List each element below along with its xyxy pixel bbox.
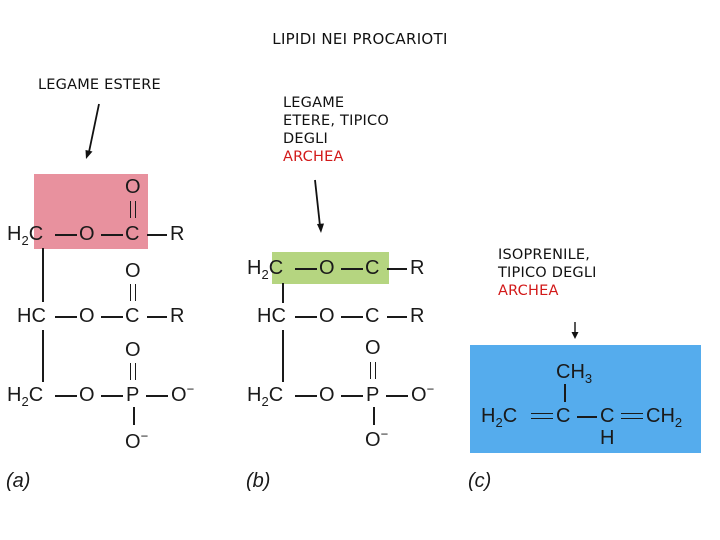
annotation-isoprenyl-line-2: TIPICO DEGLI bbox=[498, 265, 597, 281]
c-carbon-2: C bbox=[600, 405, 615, 427]
a-row2-carbonyl-o: O bbox=[125, 260, 141, 282]
b-row2-hc: HC bbox=[257, 305, 286, 327]
page-title: LIPIDI NEI PROCARIOTI bbox=[272, 30, 448, 48]
bond bbox=[282, 330, 284, 382]
annotation-ester: LEGAME ESTERE bbox=[38, 76, 161, 94]
bond bbox=[282, 283, 284, 303]
b-row1-oxygen: O bbox=[319, 257, 335, 279]
c-ch2: CH2 bbox=[646, 405, 683, 430]
ester-bond-highlight bbox=[34, 174, 148, 249]
b-row3-phosphoryl-o: O bbox=[365, 337, 381, 359]
a-row3-bottom-o-minus: O− bbox=[125, 428, 149, 453]
bond bbox=[386, 395, 408, 397]
a-row1-carbonyl-o: O bbox=[125, 176, 141, 198]
a-row3-h2c: H2C bbox=[7, 384, 44, 409]
b-row2-carbon: C bbox=[365, 305, 380, 327]
annotation-ether: LEGAME ETERE, TIPICO DEGLI ARCHEA bbox=[283, 94, 389, 166]
b-row2-oxygen: O bbox=[319, 305, 335, 327]
bond bbox=[387, 316, 407, 318]
panel-label-a: (a) bbox=[6, 470, 31, 492]
b-row3-bottom-o-minus: O− bbox=[365, 426, 389, 451]
a-row1-r: R bbox=[170, 223, 185, 245]
bond bbox=[146, 395, 168, 397]
a-row2-oxygen: O bbox=[79, 305, 95, 327]
bond bbox=[564, 384, 566, 402]
a-row3-phosphorus: P bbox=[126, 384, 140, 406]
bond bbox=[42, 330, 44, 382]
annotation-ester-line: LEGAME ESTERE bbox=[38, 77, 161, 93]
b-row1-h2c: H2C bbox=[247, 257, 284, 282]
annotation-ether-line-1: LEGAME bbox=[283, 95, 345, 111]
b-row1-r: R bbox=[410, 257, 425, 279]
annotation-isoprenyl-archea: ARCHEA bbox=[498, 283, 559, 299]
isoprene-highlight bbox=[470, 345, 701, 453]
c-carbon-2-hydrogen: H bbox=[600, 427, 615, 449]
bond bbox=[341, 268, 363, 270]
a-row2-hc: HC bbox=[17, 305, 46, 327]
bond bbox=[577, 416, 597, 418]
b-row3-h2c: H2C bbox=[247, 384, 284, 409]
bond bbox=[101, 316, 123, 318]
double-bond bbox=[531, 413, 553, 419]
annotation-ether-line-2: ETERE, TIPICO bbox=[283, 113, 389, 129]
a-row2-r: R bbox=[170, 305, 185, 327]
double-bond bbox=[370, 362, 376, 379]
b-row3-oxygen: O bbox=[319, 384, 335, 406]
b-row2-r: R bbox=[410, 305, 425, 327]
bond bbox=[295, 268, 317, 270]
a-row3-o-minus: O− bbox=[171, 381, 195, 406]
bond bbox=[55, 234, 77, 236]
annotation-ether-archea: ARCHEA bbox=[283, 149, 344, 165]
double-bond bbox=[130, 363, 136, 380]
b-row3-o-minus: O− bbox=[411, 381, 435, 406]
ether-bond-highlight bbox=[272, 252, 389, 284]
c-h2c: H2C bbox=[481, 405, 518, 430]
double-bond bbox=[130, 284, 136, 301]
bond bbox=[133, 407, 135, 425]
b-row1-carbon: C bbox=[365, 257, 380, 279]
a-row3-phosphoryl-o: O bbox=[125, 339, 141, 361]
annotation-isoprenyl: ISOPRENILE, TIPICO DEGLI ARCHEA bbox=[498, 246, 597, 300]
bond bbox=[387, 268, 407, 270]
bond bbox=[147, 234, 167, 236]
bond bbox=[147, 316, 167, 318]
a-row2-carbon: C bbox=[125, 305, 140, 327]
bond bbox=[42, 248, 44, 302]
a-row1-h2c: H2C bbox=[7, 223, 44, 248]
bond bbox=[295, 395, 317, 397]
bond bbox=[101, 234, 123, 236]
double-bond bbox=[130, 201, 136, 218]
b-row3-phosphorus: P bbox=[366, 384, 380, 406]
bond bbox=[341, 316, 363, 318]
panel-label-c: (c) bbox=[468, 470, 492, 492]
double-bond bbox=[621, 413, 643, 419]
panel-label-b: (b) bbox=[246, 470, 271, 492]
bond bbox=[55, 395, 77, 397]
bond bbox=[373, 407, 375, 425]
a-row3-oxygen: O bbox=[79, 384, 95, 406]
annotation-isoprenyl-line-1: ISOPRENILE, bbox=[498, 247, 591, 263]
bond bbox=[55, 316, 77, 318]
annotation-ether-line-3: DEGLI bbox=[283, 131, 328, 147]
bond bbox=[101, 395, 123, 397]
c-carbon-1: C bbox=[556, 405, 571, 427]
bond bbox=[341, 395, 363, 397]
a-row1-oxygen: O bbox=[79, 223, 95, 245]
a-row1-carbon: C bbox=[125, 223, 140, 245]
bond bbox=[295, 316, 317, 318]
c-methyl: CH3 bbox=[556, 361, 593, 386]
